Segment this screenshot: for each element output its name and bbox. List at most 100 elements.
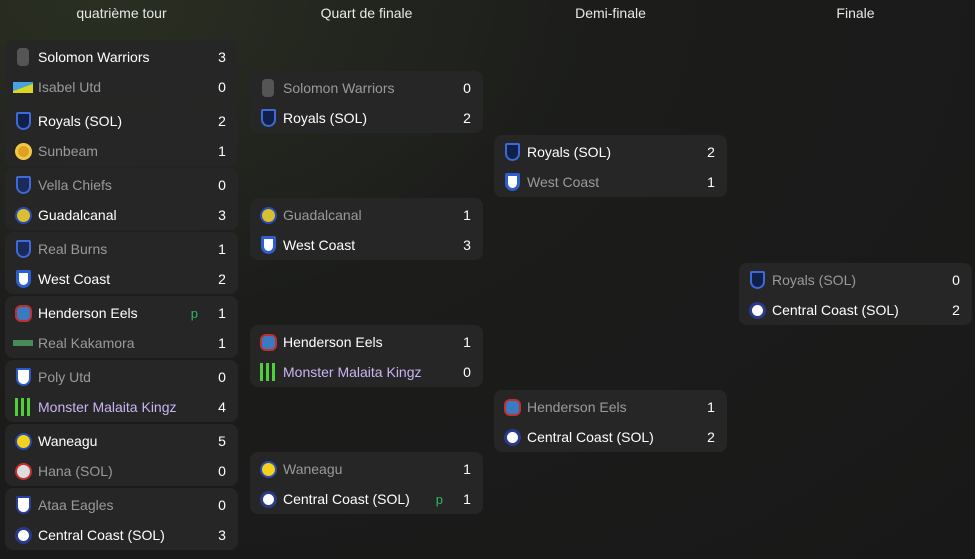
team-name[interactable]: Royals (SOL) bbox=[283, 110, 368, 126]
royals-shield-icon bbox=[13, 111, 33, 131]
team-name[interactable]: Central Coast (SOL) bbox=[38, 527, 165, 543]
team-name[interactable]: Guadalcanal bbox=[38, 207, 117, 223]
team-name[interactable]: Isabel Utd bbox=[38, 79, 102, 95]
waneagu-badge-icon bbox=[13, 431, 33, 451]
team-row[interactable]: Vella Chiefs 0 bbox=[5, 170, 238, 200]
team-score: 0 bbox=[218, 369, 226, 385]
team-score: 3 bbox=[463, 237, 471, 253]
team-name[interactable]: Vella Chiefs bbox=[38, 177, 112, 193]
team-name[interactable]: Guadalcanal bbox=[283, 207, 362, 223]
team-name[interactable]: Monster Malaita Kingz bbox=[38, 399, 177, 415]
team-score: 0 bbox=[463, 364, 471, 380]
centralcoast-ball-icon bbox=[13, 525, 33, 545]
team-score: 2 bbox=[952, 302, 960, 318]
team-row[interactable]: Central Coast (SOL)3 bbox=[5, 520, 238, 550]
team-row[interactable]: Royals (SOL)2 bbox=[494, 137, 727, 167]
team-name[interactable]: West Coast bbox=[527, 174, 600, 190]
royals-shield-icon bbox=[502, 142, 522, 162]
team-name[interactable]: West Coast bbox=[38, 271, 111, 287]
team-row[interactable]: West Coast 1 bbox=[494, 167, 727, 197]
warriors-crest-icon bbox=[13, 47, 33, 67]
team-score: 3 bbox=[218, 207, 226, 223]
team-row[interactable]: Monster Malaita Kingz 4 bbox=[5, 392, 238, 422]
team-name[interactable]: Solomon Warriors bbox=[38, 49, 150, 65]
team-score: 0 bbox=[218, 463, 226, 479]
team-score: 2 bbox=[463, 110, 471, 126]
team-name[interactable]: Ataa Eagles bbox=[38, 497, 114, 513]
team-name[interactable]: Henderson Eels bbox=[527, 399, 627, 415]
ataa-shield-icon bbox=[13, 495, 33, 515]
team-row[interactable]: Central Coast (SOL) 2 bbox=[739, 295, 972, 325]
team-row[interactable]: Royals (SOL) 2 bbox=[250, 103, 483, 133]
team-row[interactable]: West Coast 2 bbox=[5, 264, 238, 294]
team-name[interactable]: Royals (SOL) bbox=[772, 272, 857, 288]
team-name[interactable]: Central Coast (SOL) bbox=[772, 302, 899, 318]
team-name[interactable]: Henderson Eels bbox=[283, 334, 383, 350]
team-score: 1 bbox=[707, 174, 715, 190]
team-row[interactable]: Royals (SOL)2 bbox=[5, 106, 238, 136]
centralcoast-ball-icon bbox=[747, 300, 767, 320]
team-row[interactable]: Hana (SOL) 0 bbox=[5, 456, 238, 486]
team-name[interactable]: Waneagu bbox=[38, 433, 98, 449]
centralcoast-ball-icon bbox=[258, 489, 278, 509]
round-header-0: quatrième tour bbox=[76, 5, 167, 21]
team-name[interactable]: West Coast bbox=[283, 237, 356, 253]
team-score: 5 bbox=[218, 433, 226, 449]
team-score: 2 bbox=[218, 271, 226, 287]
team-name[interactable]: Hana (SOL) bbox=[38, 463, 113, 479]
penalties-indicator: p bbox=[435, 491, 443, 507]
eels-badge-icon bbox=[258, 332, 278, 352]
team-row[interactable]: Waneagu 5 bbox=[5, 426, 238, 456]
team-name[interactable]: Central Coast (SOL) bbox=[283, 491, 410, 507]
team-row[interactable]: Royals (SOL) 0 bbox=[739, 265, 972, 295]
team-name[interactable]: Real Kakamora bbox=[38, 335, 135, 351]
team-score: 4 bbox=[218, 399, 226, 415]
team-name[interactable]: Monster Malaita Kingz bbox=[283, 364, 422, 380]
team-name[interactable]: Poly Utd bbox=[38, 369, 91, 385]
team-name[interactable]: Real Burns bbox=[38, 241, 108, 257]
team-name[interactable]: Henderson Eels bbox=[38, 305, 138, 321]
team-score: 0 bbox=[952, 272, 960, 288]
team-score: 0 bbox=[218, 177, 226, 193]
team-name[interactable]: Sunbeam bbox=[38, 143, 98, 159]
team-name[interactable]: Central Coast (SOL) bbox=[527, 429, 654, 445]
team-row[interactable]: Central Coast (SOL)2 bbox=[494, 422, 727, 452]
team-name[interactable]: Solomon Warriors bbox=[283, 80, 395, 96]
team-row[interactable]: Guadalcanal 3 bbox=[5, 200, 238, 230]
team-row[interactable]: Poly Utd 0 bbox=[5, 362, 238, 392]
team-name[interactable]: Royals (SOL) bbox=[38, 113, 123, 129]
vella-shield-icon bbox=[13, 175, 33, 195]
team-row[interactable]: West Coast 3 bbox=[250, 230, 483, 260]
team-name[interactable]: Royals (SOL) bbox=[527, 144, 612, 160]
team-row[interactable]: Monster Malaita Kingz 0 bbox=[250, 357, 483, 387]
team-name[interactable]: Waneagu bbox=[283, 461, 343, 477]
